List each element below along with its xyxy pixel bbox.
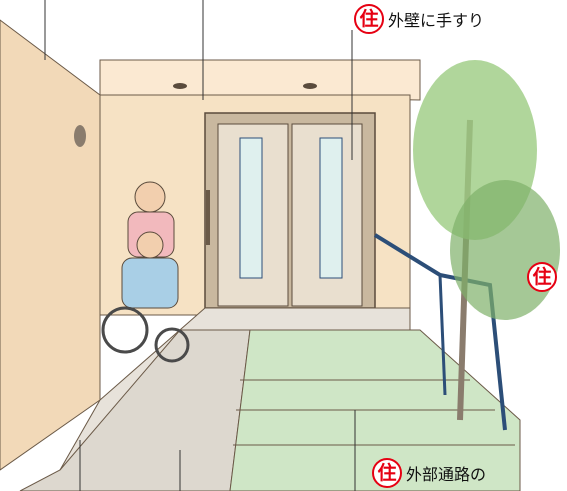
ceiling-light xyxy=(303,83,317,89)
ceiling-light xyxy=(173,83,187,89)
wheelchair-wheel xyxy=(101,306,149,354)
elder-head xyxy=(136,231,164,259)
housing-badge: 住 xyxy=(354,4,384,34)
housing-badge: 住 xyxy=(527,262,557,292)
caregiver-head xyxy=(134,181,166,213)
left-wall xyxy=(0,19,101,471)
right-door-glass xyxy=(319,137,343,279)
callout-text: 外部通路の xyxy=(406,465,487,484)
elder-body xyxy=(121,257,179,309)
callout-passage: 住 外部通路の xyxy=(372,458,567,488)
ceiling xyxy=(99,59,421,101)
wall-lamp xyxy=(74,125,86,147)
callout-tree: 住 xyxy=(527,262,567,292)
wheelchair-wheel xyxy=(154,327,190,363)
callout-text: 外壁に手すり xyxy=(388,11,485,30)
handrail-post xyxy=(438,274,447,396)
tree-foliage xyxy=(450,180,560,320)
housing-badge: 住 xyxy=(372,458,402,488)
callout-handrail: 住 外壁に手すり xyxy=(354,4,567,34)
left-door-glass xyxy=(239,137,263,279)
